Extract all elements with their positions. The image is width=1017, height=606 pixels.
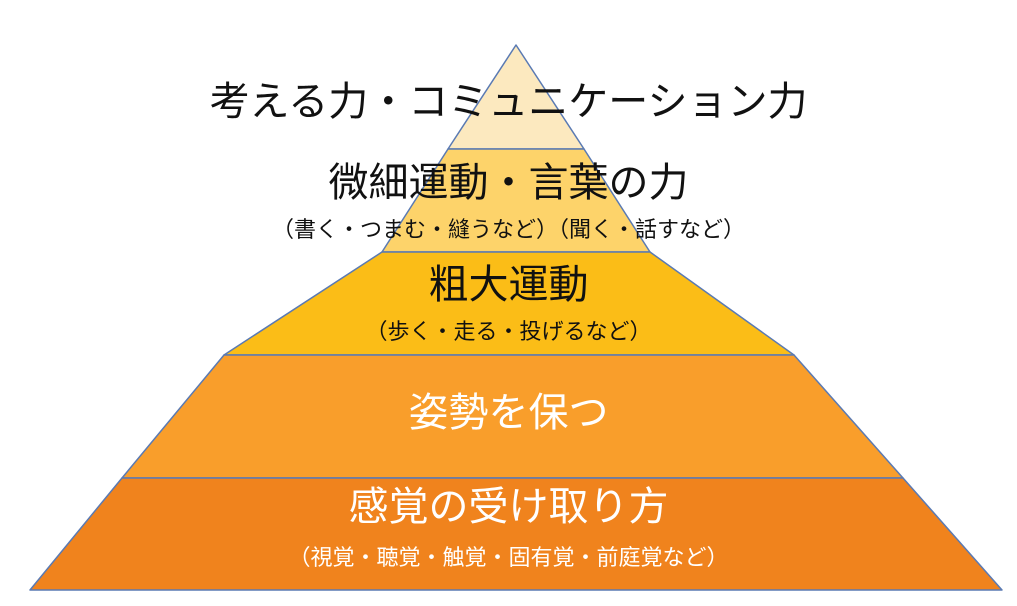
layer-5-band <box>29 477 1003 591</box>
layer-5-subtitle: （視覚・聴覚・触覚・固有覚・前庭覚など） <box>288 546 729 571</box>
layer-5-title: 感覚の受け取り方 <box>348 484 669 530</box>
layer-1-title: 考える力・コミュニケーション力 <box>209 79 808 125</box>
layer-3-subtitle: （歩く・走る・投げるなど） <box>365 320 652 345</box>
layer-4-title: 姿勢を保つ <box>408 390 609 436</box>
layer-2-title: 微細運動・言葉の力 <box>328 160 689 206</box>
layer-2-subtitle: （書く・つまむ・縫うなど）（聞く・話すなど） <box>271 218 745 243</box>
layer-3-title: 粗大運動 <box>428 262 589 308</box>
